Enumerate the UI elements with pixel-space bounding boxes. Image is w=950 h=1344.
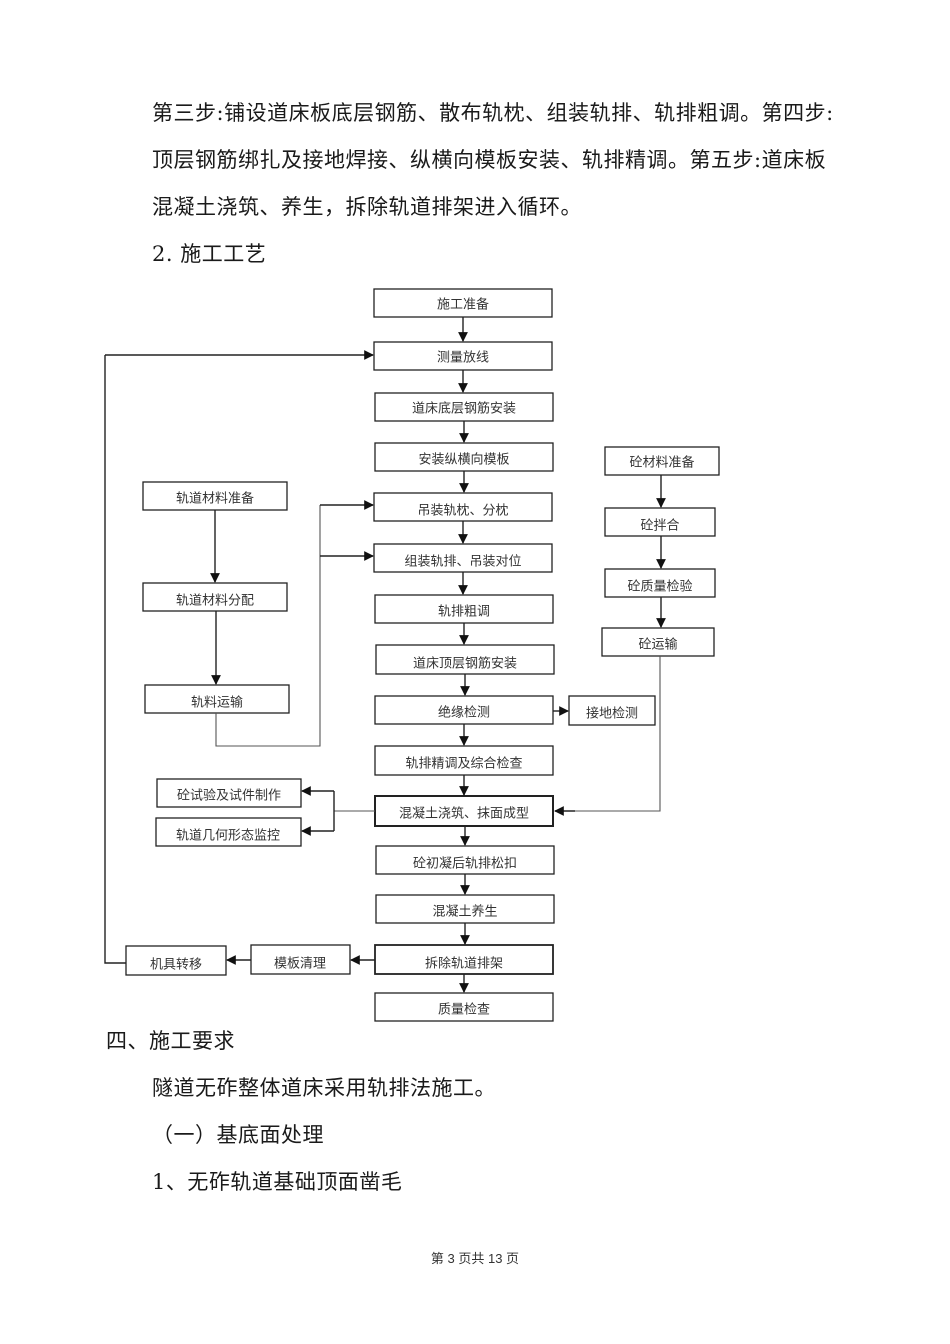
main-step: 测量放线 — [373, 341, 553, 371]
page-number: 第 3 页共 13 页 — [430, 1251, 520, 1266]
return-step: 模板清理 — [250, 944, 351, 975]
main-step-label: 吊装轨枕、分枕 — [417, 504, 508, 519]
main-step-label: 组装轨排、吊装对位 — [404, 555, 521, 570]
concrete-label: 砼质量检验 — [627, 579, 692, 595]
concrete-label: 砼拌合 — [640, 519, 679, 534]
main-step: 吊装轨枕、分枕 — [373, 492, 553, 522]
track-material-step: 轨料运输 — [144, 684, 290, 714]
monitoring-label: 轨道几何形态监控 — [176, 828, 280, 844]
main-step-label: 质量检查 — [438, 1003, 490, 1018]
main-flow-arrows — [458, 317, 470, 993]
concrete-step: 砼材料准备 — [604, 446, 720, 476]
concrete-step: 砼拌合 — [604, 507, 716, 537]
main-step: 混凝土浇筑、抹面成型 — [374, 795, 554, 827]
monitoring-step: 砼试验及试件制作 — [156, 778, 302, 808]
main-step-label: 施工准备 — [437, 297, 489, 313]
main-step: 道床底层钢筋安装 — [374, 392, 554, 422]
main-step-label: 绝缘检测 — [438, 705, 490, 721]
main-step-label: 道床底层钢筋安装 — [412, 401, 516, 417]
monitoring-arrows — [301, 786, 375, 836]
track-material-step: 轨道材料分配 — [142, 582, 288, 612]
main-step: 安装纵横向模板 — [374, 442, 554, 472]
main-step-label: 轨排粗调 — [438, 605, 490, 620]
main-step: 混凝土养生 — [375, 894, 555, 924]
main-step: 质量检查 — [374, 992, 554, 1022]
monitoring-label: 砼试验及试件制作 — [177, 788, 281, 804]
monitoring-step: 轨道几何形态监控 — [155, 817, 302, 847]
main-step: 轨排精调及综合检查 — [374, 745, 554, 776]
concrete-label: 砼材料准备 — [629, 455, 694, 471]
section-text: 隧道无砟整体道床采用轨排法施工。 — [152, 1076, 496, 1100]
main-step-label: 道床顶层钢筋安装 — [413, 656, 517, 672]
subsection-heading: （一）基底面处理 — [152, 1123, 324, 1147]
main-step-label: 混凝土养生 — [432, 904, 497, 920]
main-step-label: 轨排精调及综合检查 — [405, 757, 522, 772]
main-step-label: 混凝土浇筑、抹面成型 — [399, 806, 529, 822]
return-label: 模板清理 — [274, 957, 326, 972]
main-step: 绝缘检测 — [374, 695, 554, 725]
track-material-arrows — [210, 500, 374, 747]
main-step: 施工准备 — [373, 288, 553, 318]
concrete-step: 砼运输 — [601, 627, 715, 657]
concrete-arrows — [554, 475, 666, 816]
subheading-process: 2. 施工工艺 — [152, 242, 267, 266]
track-material-label: 轨道材料准备 — [176, 491, 254, 507]
return-step: 机具转移 — [125, 945, 227, 976]
main-step-label: 砼初凝后轨排松扣 — [413, 856, 517, 872]
main-step: 道床顶层钢筋安装 — [375, 644, 555, 675]
intro-line-1: 第三步:铺设道床板底层钢筋、散布轨枕、组装轨排、轨排粗调。第四步: — [152, 101, 834, 125]
main-step-label: 拆除轨道排架 — [425, 957, 503, 972]
grounding-check-step: 接地检测 — [568, 695, 656, 726]
track-material-label: 轨道材料分配 — [176, 594, 254, 609]
main-step: 轨排粗调 — [374, 594, 554, 624]
concrete-step: 砼质量检验 — [604, 568, 716, 598]
main-step: 组装轨排、吊装对位 — [373, 543, 553, 573]
section-heading: 四、施工要求 — [106, 1029, 235, 1053]
main-step: 砼初凝后轨排松扣 — [375, 845, 555, 875]
main-step: 拆除轨道排架 — [374, 944, 554, 975]
main-step-label: 安装纵横向模板 — [418, 452, 509, 468]
main-step-label: 测量放线 — [437, 351, 489, 366]
intro-line-3: 混凝土浇筑、养生，拆除轨道排架进入循环。 — [152, 195, 582, 219]
track-material-step: 轨道材料准备 — [142, 481, 288, 511]
grounding-check-label: 接地检测 — [586, 706, 638, 722]
item-heading: 1、无砟轨道基础顶面凿毛 — [152, 1170, 403, 1194]
return-arrows — [104, 350, 375, 965]
concrete-label: 砼运输 — [638, 637, 677, 653]
track-material-label: 轨料运输 — [191, 695, 243, 711]
return-label: 机具转移 — [150, 958, 202, 973]
intro-line-2: 顶层钢筋绑扎及接地焊接、纵横向模板安装、轨排精调。第五步:道床板 — [152, 148, 827, 172]
